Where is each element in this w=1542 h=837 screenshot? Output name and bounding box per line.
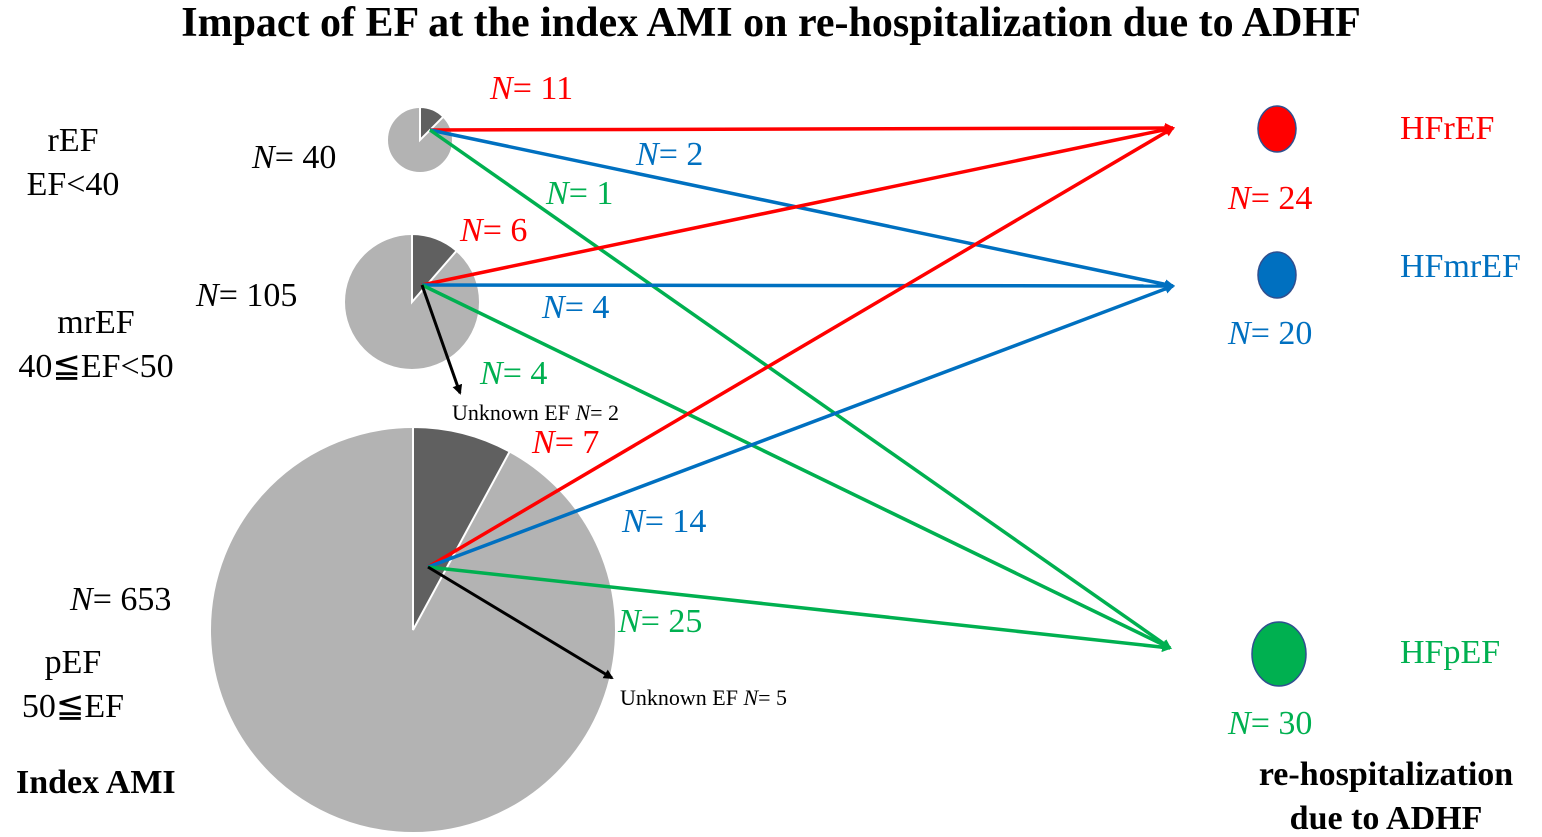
outcome-label: re-hospitalization due to ADHF [1236, 758, 1536, 836]
diagram-title: Impact of EF at the index AMI on re-hosp… [181, 0, 1361, 46]
unknown-ef-pef: Unknown EF N= 5 [620, 685, 788, 710]
pie-pef [209, 425, 617, 834]
flow-arrow-mref-hfmref [421, 280, 1175, 291]
flow-label-pef-hfref: N= 7 [532, 424, 600, 461]
n-pef: N= 653 [70, 581, 172, 618]
flow-arrow-ref-hfref [429, 123, 1175, 134]
flow-arrow-pef-hfpef [427, 565, 1172, 653]
outcome-circles [1251, 105, 1307, 687]
flow-label-mref-hfref: N= 6 [460, 212, 528, 249]
flow-label-ref-hfpef: N= 1 [546, 175, 614, 212]
outcome-dot-hfref [1257, 105, 1297, 153]
flow-label-pef-hfpef: N= 25 [618, 603, 703, 640]
flow-label-mref-hfmref: N= 4 [542, 289, 610, 326]
unknown-ef-arrow-mref [420, 284, 463, 395]
outcome-name-hfpef: HFpEF [1400, 634, 1501, 671]
index-ami-label: Index AMI [16, 764, 176, 801]
group-name: pEF [44, 644, 102, 681]
outcome-name-hfmref: HFmrEF [1400, 248, 1521, 285]
outcome-n-hfmref: N= 20 [1228, 315, 1313, 352]
outcome-name-hfref: HFrEF [1400, 110, 1495, 147]
pie-mref [343, 232, 481, 371]
flow-label-pef-hfmref: N= 14 [622, 503, 707, 540]
outcome-dot-hfpef [1251, 621, 1307, 687]
outcome-n-hfref: N= 24 [1228, 180, 1313, 217]
flow-arrow-ref-hfmref [429, 128, 1175, 290]
flow-label-mref-hfpef: N= 4 [480, 355, 548, 392]
group-name: rEF [47, 122, 99, 159]
unknown-ef-arrow-pef [427, 565, 614, 680]
group-label-pef: pEF 50≦EF [8, 646, 138, 724]
pie-slice-readmitted [419, 105, 445, 143]
n-ref: N= 40 [252, 139, 337, 176]
flow-arrow-pef-hfmref [427, 284, 1175, 569]
group-label-mref: mrEF 40≦EF<50 [0, 306, 192, 384]
outcome-label-line2: due to ADHF [1289, 800, 1483, 837]
outcome-dot-hfmref [1257, 251, 1297, 299]
group-criterion: 40≦EF<50 [18, 348, 174, 385]
group-criterion: 50≦EF [21, 688, 125, 725]
flow-arrow-mref-hfref [421, 124, 1175, 287]
group-name: mrEF [57, 304, 135, 341]
pie-ref [386, 105, 454, 174]
outcome-label-line1: re-hospitalization [1258, 756, 1514, 793]
pie-slice-readmitted [412, 425, 512, 631]
flow-label-ref-hfref: N= 11 [490, 70, 574, 107]
index-ami-pies [209, 105, 617, 834]
n-mref: N= 105 [196, 277, 298, 314]
flow-arrows [420, 123, 1175, 680]
flow-arrow-mref-hfpef [421, 283, 1172, 650]
outcome-n-hfpef: N= 30 [1228, 705, 1313, 742]
flow-label-ref-hfmref: N= 2 [636, 136, 704, 173]
unknown-ef-mref: Unknown EF N= 2 [452, 400, 620, 425]
group-criterion: EF<40 [26, 166, 120, 203]
group-label-ref: rEF EF<40 [20, 124, 126, 202]
flow-arrow-ref-hfpef [428, 128, 1172, 650]
flow-arrow-pef-hfref [427, 126, 1175, 569]
